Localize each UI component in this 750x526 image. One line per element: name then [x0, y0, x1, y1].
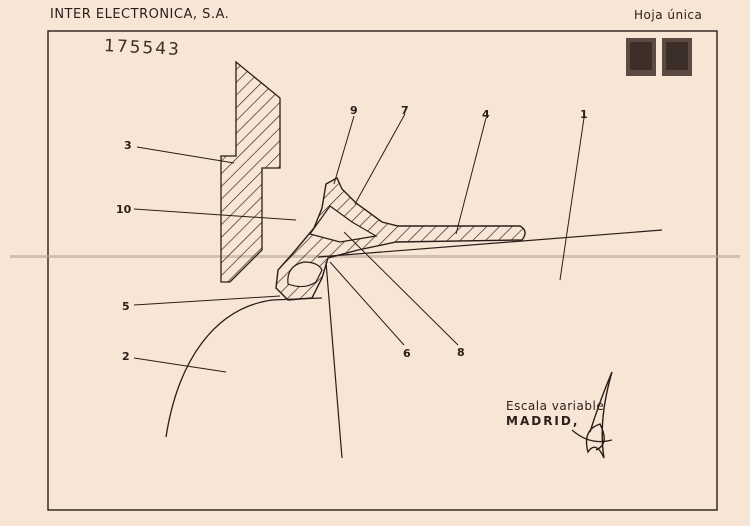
label-1: 1 [580, 108, 588, 121]
leader-lines [133, 113, 585, 373]
sealing-profile [275, 177, 526, 301]
part-1-panel-line [317, 229, 663, 258]
part-3-upper-frame [220, 60, 281, 283]
label-3: 3 [124, 139, 132, 152]
support-line [325, 261, 343, 459]
label-4: 4 [482, 108, 490, 121]
signature [585, 371, 613, 459]
part-2-body-curve [165, 297, 323, 438]
scale-note: Escala variable [506, 399, 605, 413]
label-8: 8 [457, 346, 465, 359]
drawing-frame [47, 30, 718, 511]
sheet-label: Hoja única [634, 8, 703, 22]
part-numbers: 1 2 3 4 5 6 7 8 9 10 [116, 104, 588, 363]
label-6: 6 [403, 347, 411, 360]
city-stamp: MADRID, [506, 414, 580, 428]
company-name: INTER ELECTRONICA, S.A. [50, 7, 230, 22]
label-7: 7 [401, 104, 409, 117]
label-10: 10 [116, 203, 132, 216]
label-5: 5 [122, 300, 130, 313]
label-2: 2 [122, 350, 130, 363]
label-9: 9 [350, 104, 358, 117]
revenue-stamps [626, 38, 692, 76]
